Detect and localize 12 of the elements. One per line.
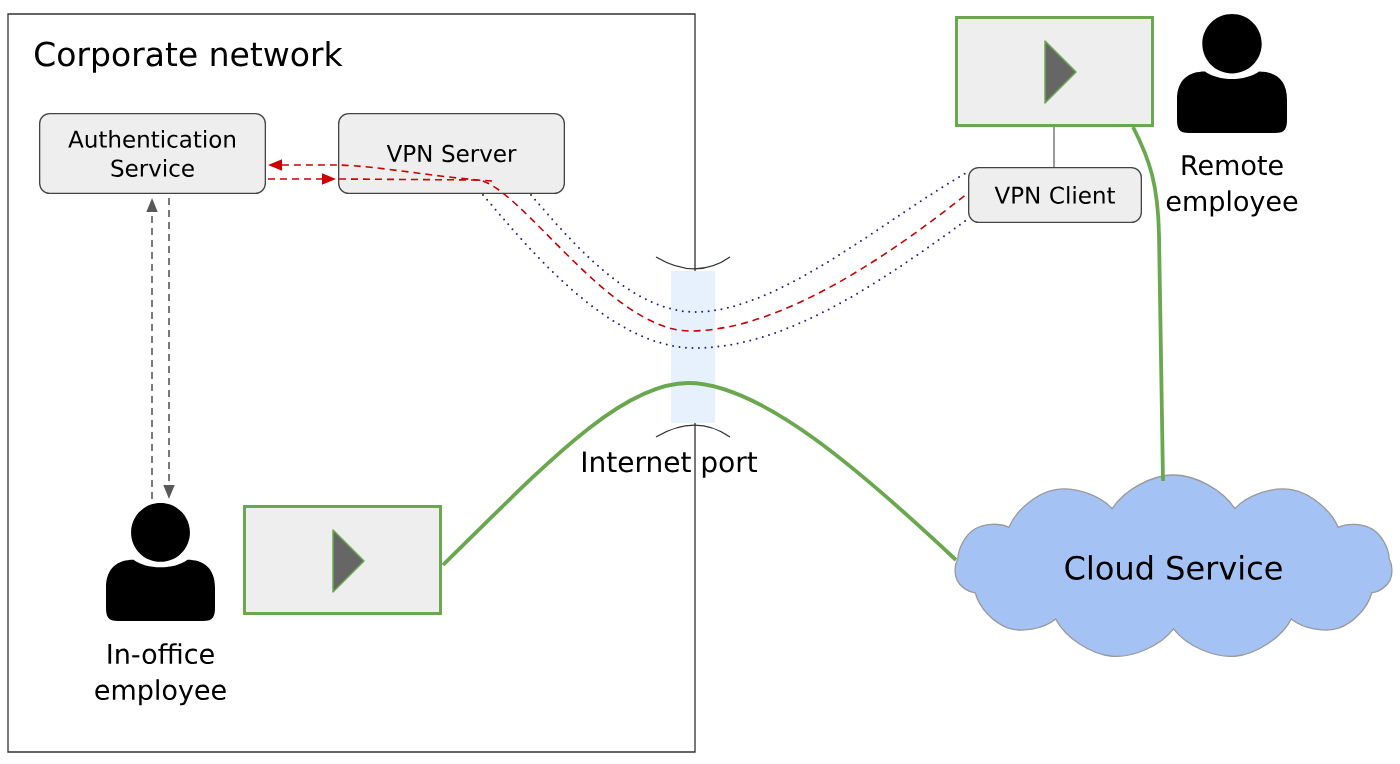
connector-line: [1131, 126, 1165, 482]
service-box: VPN Server: [338, 113, 565, 194]
dotted-line: [482, 194, 969, 349]
connector-line: [441, 381, 958, 567]
person-label: Remote employee: [1166, 155, 1298, 217]
connector-line: [1053, 126, 1055, 168]
port-label: Internet port: [583, 451, 758, 478]
person-label: In-office employee: [95, 643, 226, 706]
service-box: Authentication Service: [39, 113, 266, 194]
service-box: VPN Client: [968, 167, 1142, 223]
group-title: Corporate network: [35, 40, 343, 73]
dotted-line: [530, 171, 969, 313]
